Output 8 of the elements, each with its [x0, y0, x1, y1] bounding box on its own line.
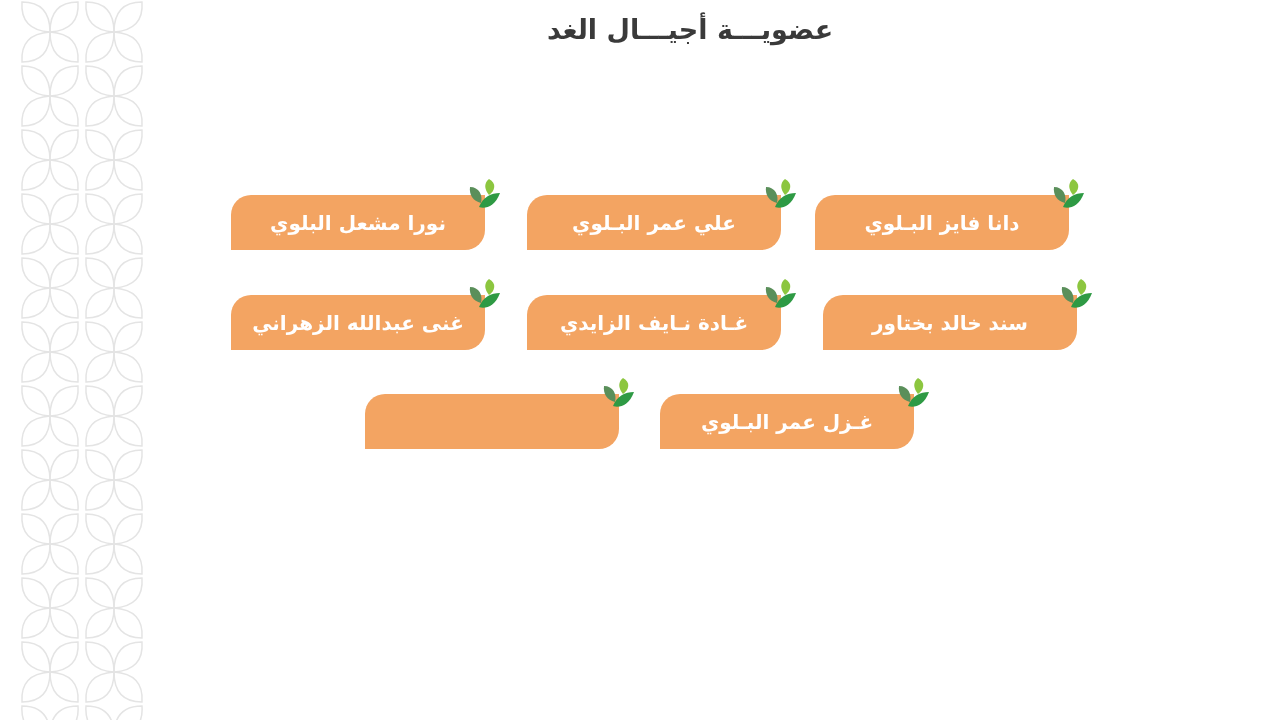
member-name: غـزل عمر البـلوي [700, 409, 874, 434]
member-name: غـادة نـايف الزايدي [559, 310, 749, 335]
member-name: غنى عبدالله الزهراني [252, 310, 464, 335]
member-name: نورا مشعل البلوي [270, 210, 446, 235]
member-name: دانا فايز البـلوي [864, 210, 1020, 235]
member-name: علي عمر البـلوي [572, 210, 736, 235]
title: عضويـــة أجيـــال الغد [545, 14, 835, 45]
member-name: سند خالد بختاور [872, 310, 1028, 335]
